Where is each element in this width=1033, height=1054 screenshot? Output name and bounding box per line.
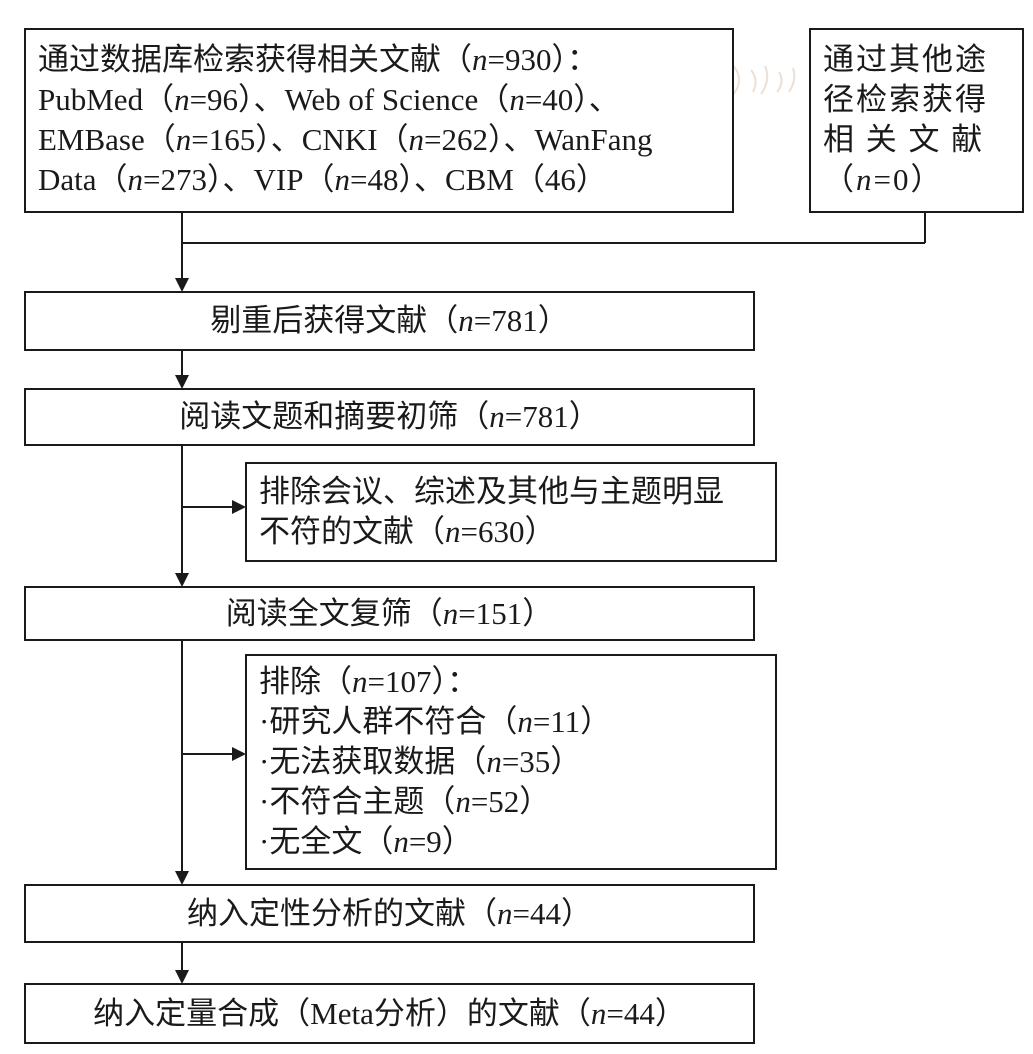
fulltext-screen-box: 阅读全文复筛（n=151） (24, 586, 755, 641)
text-segment: =781） (504, 399, 600, 434)
text-segment: =44） (606, 995, 686, 1031)
sample-size-symbol: n (334, 162, 350, 197)
text-segment: =9） (408, 824, 473, 859)
text-segment: 通过其他途 (823, 42, 988, 77)
sample-size-symbol: n (408, 122, 425, 157)
text-line: ·研究人群不符合（n=11） (259, 702, 775, 742)
exclusion-box-1: 排除会议、综述及其他与主题明显不符的文献（n=630） (245, 462, 777, 562)
text-line: PubMed（n=96）、Web of Science（n=40）、 (38, 80, 732, 120)
text-segment: =165）、CNKI（ (191, 122, 409, 157)
other-sources-text: 通过其他途径检索获得相 关 文 献（n=0） (823, 40, 1022, 200)
sample-size-symbol: n (856, 162, 874, 197)
sample-size-symbol: n (517, 704, 533, 739)
text-segment: =262）、WanFang (424, 122, 653, 157)
text-segment: 相 关 文 献 (823, 122, 985, 157)
text-segment: 通过数据库检索获得相关文献（ (38, 42, 472, 77)
sample-size-symbol: n (175, 122, 192, 157)
quantitative-synthesis-box: 纳入定量合成（Meta分析）的文献（n=44） (24, 983, 755, 1044)
sample-size-symbol: n (455, 784, 471, 819)
fulltext-screen-text: 阅读全文复筛（n=151） (226, 594, 553, 634)
text-line: Data（n=273）、VIP（n=48）、CBM（46） (38, 160, 732, 200)
text-segment: =630） (460, 514, 556, 549)
sample-size-symbol: n (458, 303, 474, 338)
text-segment: 阅读文题和摘要初筛（ (179, 399, 490, 434)
text-segment: ·研究人群不符合（ (259, 704, 518, 739)
text-line: ·无法获取数据（n=35） (259, 742, 775, 782)
qualitative-analysis-text: 纳入定性分析的文献（n=44） (187, 894, 592, 934)
dedup-text: 剔重后获得文献（n=781） (210, 301, 568, 341)
text-line: 相 关 文 献 (823, 120, 1022, 160)
quantitative-synthesis-text: 纳入定量合成（Meta分析）的文献（n=44） (93, 994, 686, 1034)
text-segment: =107）： (367, 664, 478, 699)
sample-size-symbol: n (497, 895, 513, 931)
text-segment: （ (823, 162, 856, 197)
sample-size-symbol: n (127, 162, 144, 197)
title-abstract-screen-text: 阅读文题和摘要初筛（n=781） (179, 397, 599, 437)
text-segment: =0） (873, 162, 944, 197)
text-line: 阅读全文复筛（n=151） (226, 594, 553, 634)
exclusion-text-2: 排除（n=107）：·研究人群不符合（n=11）·无法获取数据（n=35）·不符… (259, 662, 775, 862)
text-line: 径检索获得 (823, 80, 1022, 120)
text-segment: =40）、 (524, 82, 620, 117)
text-segment: ·无全文（ (259, 824, 394, 859)
text-segment: 径检索获得 (823, 82, 988, 117)
text-segment: ·无法获取数据（ (259, 744, 487, 779)
text-segment: PubMed（ (38, 82, 175, 117)
text-line: （n=0） (823, 160, 1022, 200)
sample-size-symbol: n (174, 82, 190, 117)
text-segment: Data（ (38, 162, 128, 197)
text-segment: EMBase（ (38, 122, 176, 157)
sample-size-symbol: n (393, 824, 409, 859)
exclusion-box-2: 排除（n=107）：·研究人群不符合（n=11）·无法获取数据（n=35）·不符… (245, 654, 777, 870)
text-segment: =11） (532, 704, 612, 739)
text-line: ·无全文（n=9） (259, 822, 775, 862)
text-segment: 不符的文献（ (259, 514, 445, 549)
title-abstract-screen-box: 阅读文题和摘要初筛（n=781） (24, 388, 755, 446)
sample-size-symbol: n (489, 399, 505, 434)
text-segment: =930）： (487, 42, 598, 77)
text-segment: 纳入定量合成（Meta分析）的文献（ (93, 995, 591, 1031)
text-segment: =96）、Web of Science（ (189, 82, 510, 117)
text-segment: 阅读全文复筛（ (225, 595, 443, 631)
text-line: 剔重后获得文献（n=781） (210, 301, 568, 341)
text-line: 不符的文献（n=630） (259, 512, 775, 552)
text-segment: =273）、VIP（ (143, 162, 335, 197)
text-segment: =52） (470, 784, 551, 819)
text-segment: 排除会议、综述及其他与主题明显 (259, 474, 724, 509)
text-segment: =48）、CBM（46） (349, 162, 607, 197)
sample-size-symbol: n (590, 995, 607, 1031)
text-line: ·不符合主题（n=52） (259, 782, 775, 822)
sample-size-symbol: n (509, 82, 525, 117)
text-line: 排除会议、综述及其他与主题明显 (259, 472, 775, 512)
text-segment: =35） (501, 744, 582, 779)
text-line: 排除（n=107）： (259, 662, 775, 702)
text-line: 通过其他途 (823, 40, 1022, 80)
text-segment: 纳入定性分析的文献（ (187, 895, 497, 931)
database-search-text: 通过数据库检索获得相关文献（n=930）：PubMed（n=96）、Web of… (38, 40, 732, 200)
text-segment: 排除（ (259, 664, 352, 699)
exclusion-text-1: 排除会议、综述及其他与主题明显不符的文献（n=630） (259, 472, 775, 552)
qualitative-analysis-box: 纳入定性分析的文献（n=44） (24, 884, 755, 943)
sample-size-symbol: n (445, 514, 461, 549)
text-segment: =151） (458, 595, 554, 631)
dedup-box: 剔重后获得文献（n=781） (24, 291, 755, 351)
sample-size-symbol: n (352, 664, 368, 699)
text-line: 纳入定性分析的文献（n=44） (187, 894, 592, 934)
sample-size-symbol: n (442, 595, 459, 631)
sample-size-symbol: n (486, 744, 502, 779)
text-line: 阅读文题和摘要初筛（n=781） (179, 397, 599, 437)
text-segment: 剔重后获得文献（ (210, 303, 459, 338)
sample-size-symbol: n (472, 42, 488, 77)
other-sources-box: 通过其他途径检索获得相 关 文 献（n=0） (809, 28, 1024, 213)
database-search-box: 通过数据库检索获得相关文献（n=930）：PubMed（n=96）、Web of… (24, 28, 734, 213)
text-line: EMBase（n=165）、CNKI（n=262）、WanFang (38, 120, 732, 160)
text-line: 通过数据库检索获得相关文献（n=930）： (38, 40, 732, 80)
text-segment: =781） (473, 303, 569, 338)
text-segment: =44） (512, 895, 592, 931)
text-segment: ·不符合主题（ (259, 784, 456, 819)
text-line: 纳入定量合成（Meta分析）的文献（n=44） (93, 994, 686, 1034)
